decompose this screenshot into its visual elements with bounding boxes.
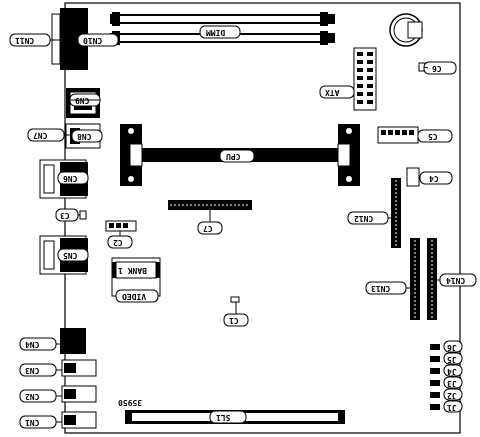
sl1-label: SL1 <box>216 413 231 422</box>
c4-jumper <box>406 167 420 187</box>
cn4-label: CN4 <box>25 340 40 349</box>
c1-jumper <box>230 296 240 303</box>
cn3-connector <box>61 359 97 377</box>
cn6-label: CN6 <box>63 174 78 183</box>
cn14-label: CN14 <box>446 276 466 285</box>
c7-label: C7 <box>203 224 213 233</box>
cn3-label: CN3 <box>25 366 40 375</box>
c1-label: C1 <box>229 316 239 325</box>
c5-header <box>377 126 419 144</box>
j5-label: J5 <box>447 355 457 364</box>
c3-label: C3 <box>60 211 70 220</box>
cn14-connector <box>427 238 437 320</box>
cn8-label: CN8 <box>77 132 92 141</box>
j-jumpers <box>430 344 440 410</box>
bank-label: BANK 1 <box>118 266 147 275</box>
video-label: VIDEO <box>122 292 147 301</box>
j3-label: J3 <box>447 379 457 388</box>
c4-label: C4 <box>429 174 439 183</box>
board-number: 35950 <box>118 398 143 407</box>
j6-label: J6 <box>447 343 457 352</box>
cn12-connector <box>391 178 401 248</box>
cn9-label: CN9 <box>75 96 90 105</box>
j1-label: J1 <box>447 403 457 412</box>
c5-label: C5 <box>428 132 438 141</box>
cpu-label: CPU <box>226 152 241 161</box>
j4-label: J4 <box>447 367 457 376</box>
c7-header <box>168 200 252 210</box>
cn11-label: CN11 <box>15 36 35 45</box>
c2-label: C2 <box>113 238 123 247</box>
c3-jumper <box>79 210 87 220</box>
cn2-connector <box>61 385 97 403</box>
cn2-label: CN2 <box>25 392 40 401</box>
atx-label: ATX <box>325 88 340 97</box>
cn10-label: CN10 <box>83 36 103 45</box>
cn13-connector <box>410 238 420 320</box>
cn7-label: CN7 <box>33 131 48 140</box>
c2-header <box>105 220 137 232</box>
cn1-connector <box>61 411 97 429</box>
cn13-label: CN13 <box>371 284 391 293</box>
dimm-label: DIMM <box>206 28 226 37</box>
j2-label: J2 <box>447 391 457 400</box>
c6-label: C6 <box>432 64 442 73</box>
cn6-connector <box>39 159 88 199</box>
battery <box>389 13 423 47</box>
cn12-label: CN12 <box>354 214 374 223</box>
cn4-connector <box>60 328 86 354</box>
atx-connector <box>353 47 377 111</box>
cn1-label: CN1 <box>25 418 40 427</box>
cn5-label: CN5 <box>63 251 78 260</box>
